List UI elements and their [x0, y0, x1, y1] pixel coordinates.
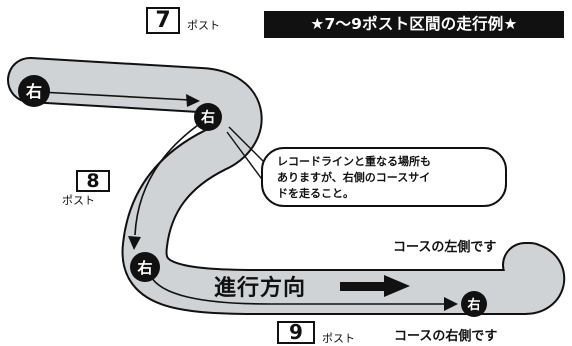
- direction-label: 進行方向: [214, 276, 307, 301]
- marker-right-4-label: 右: [466, 297, 480, 313]
- marker-right-3-label: 右: [137, 259, 152, 277]
- callout-line-1: レコードラインと重なる場所も: [277, 155, 431, 168]
- track-surface: [9, 59, 564, 313]
- callout-bubble: [261, 147, 507, 207]
- marker-right-3: 右: [130, 252, 160, 282]
- post-8-label: ポスト: [62, 194, 95, 207]
- route-arrowhead-2: [128, 236, 141, 250]
- post-9-label: ポスト: [322, 332, 355, 345]
- route-arrowhead-3: [444, 297, 458, 311]
- direction-arrow-shaft: [340, 282, 386, 291]
- marker-right-1-label: 右: [26, 82, 42, 101]
- direction-arrow-head: [384, 275, 410, 297]
- marker-right-2-label: 右: [200, 109, 215, 126]
- route-line-3: [149, 274, 445, 305]
- route-line-2: [134, 117, 209, 236]
- callout-pointer-upper: [228, 126, 269, 167]
- callout-pointer-lower: [226, 131, 265, 183]
- marker-right-4: 右: [461, 291, 487, 317]
- post-7-number: 7: [146, 7, 180, 34]
- post-8-number: 8: [76, 170, 110, 192]
- post-9-number: 9: [277, 321, 315, 344]
- route-line-1: [39, 91, 191, 101]
- post-7-label: ポスト: [187, 19, 220, 32]
- callout-line-3: ドを走ること。: [277, 187, 354, 200]
- callout-line-2: ありますが、右側のコースサイ: [277, 171, 431, 184]
- marker-right-1: 右: [18, 75, 50, 107]
- marker-right-2: 右: [194, 103, 222, 131]
- left-side-label: コースの左側です: [393, 240, 497, 255]
- right-side-label: コースの右側です: [394, 329, 498, 344]
- title-banner: ★7～9ポスト区間の走行例★: [264, 11, 564, 38]
- route-arrowhead-1: [186, 94, 200, 107]
